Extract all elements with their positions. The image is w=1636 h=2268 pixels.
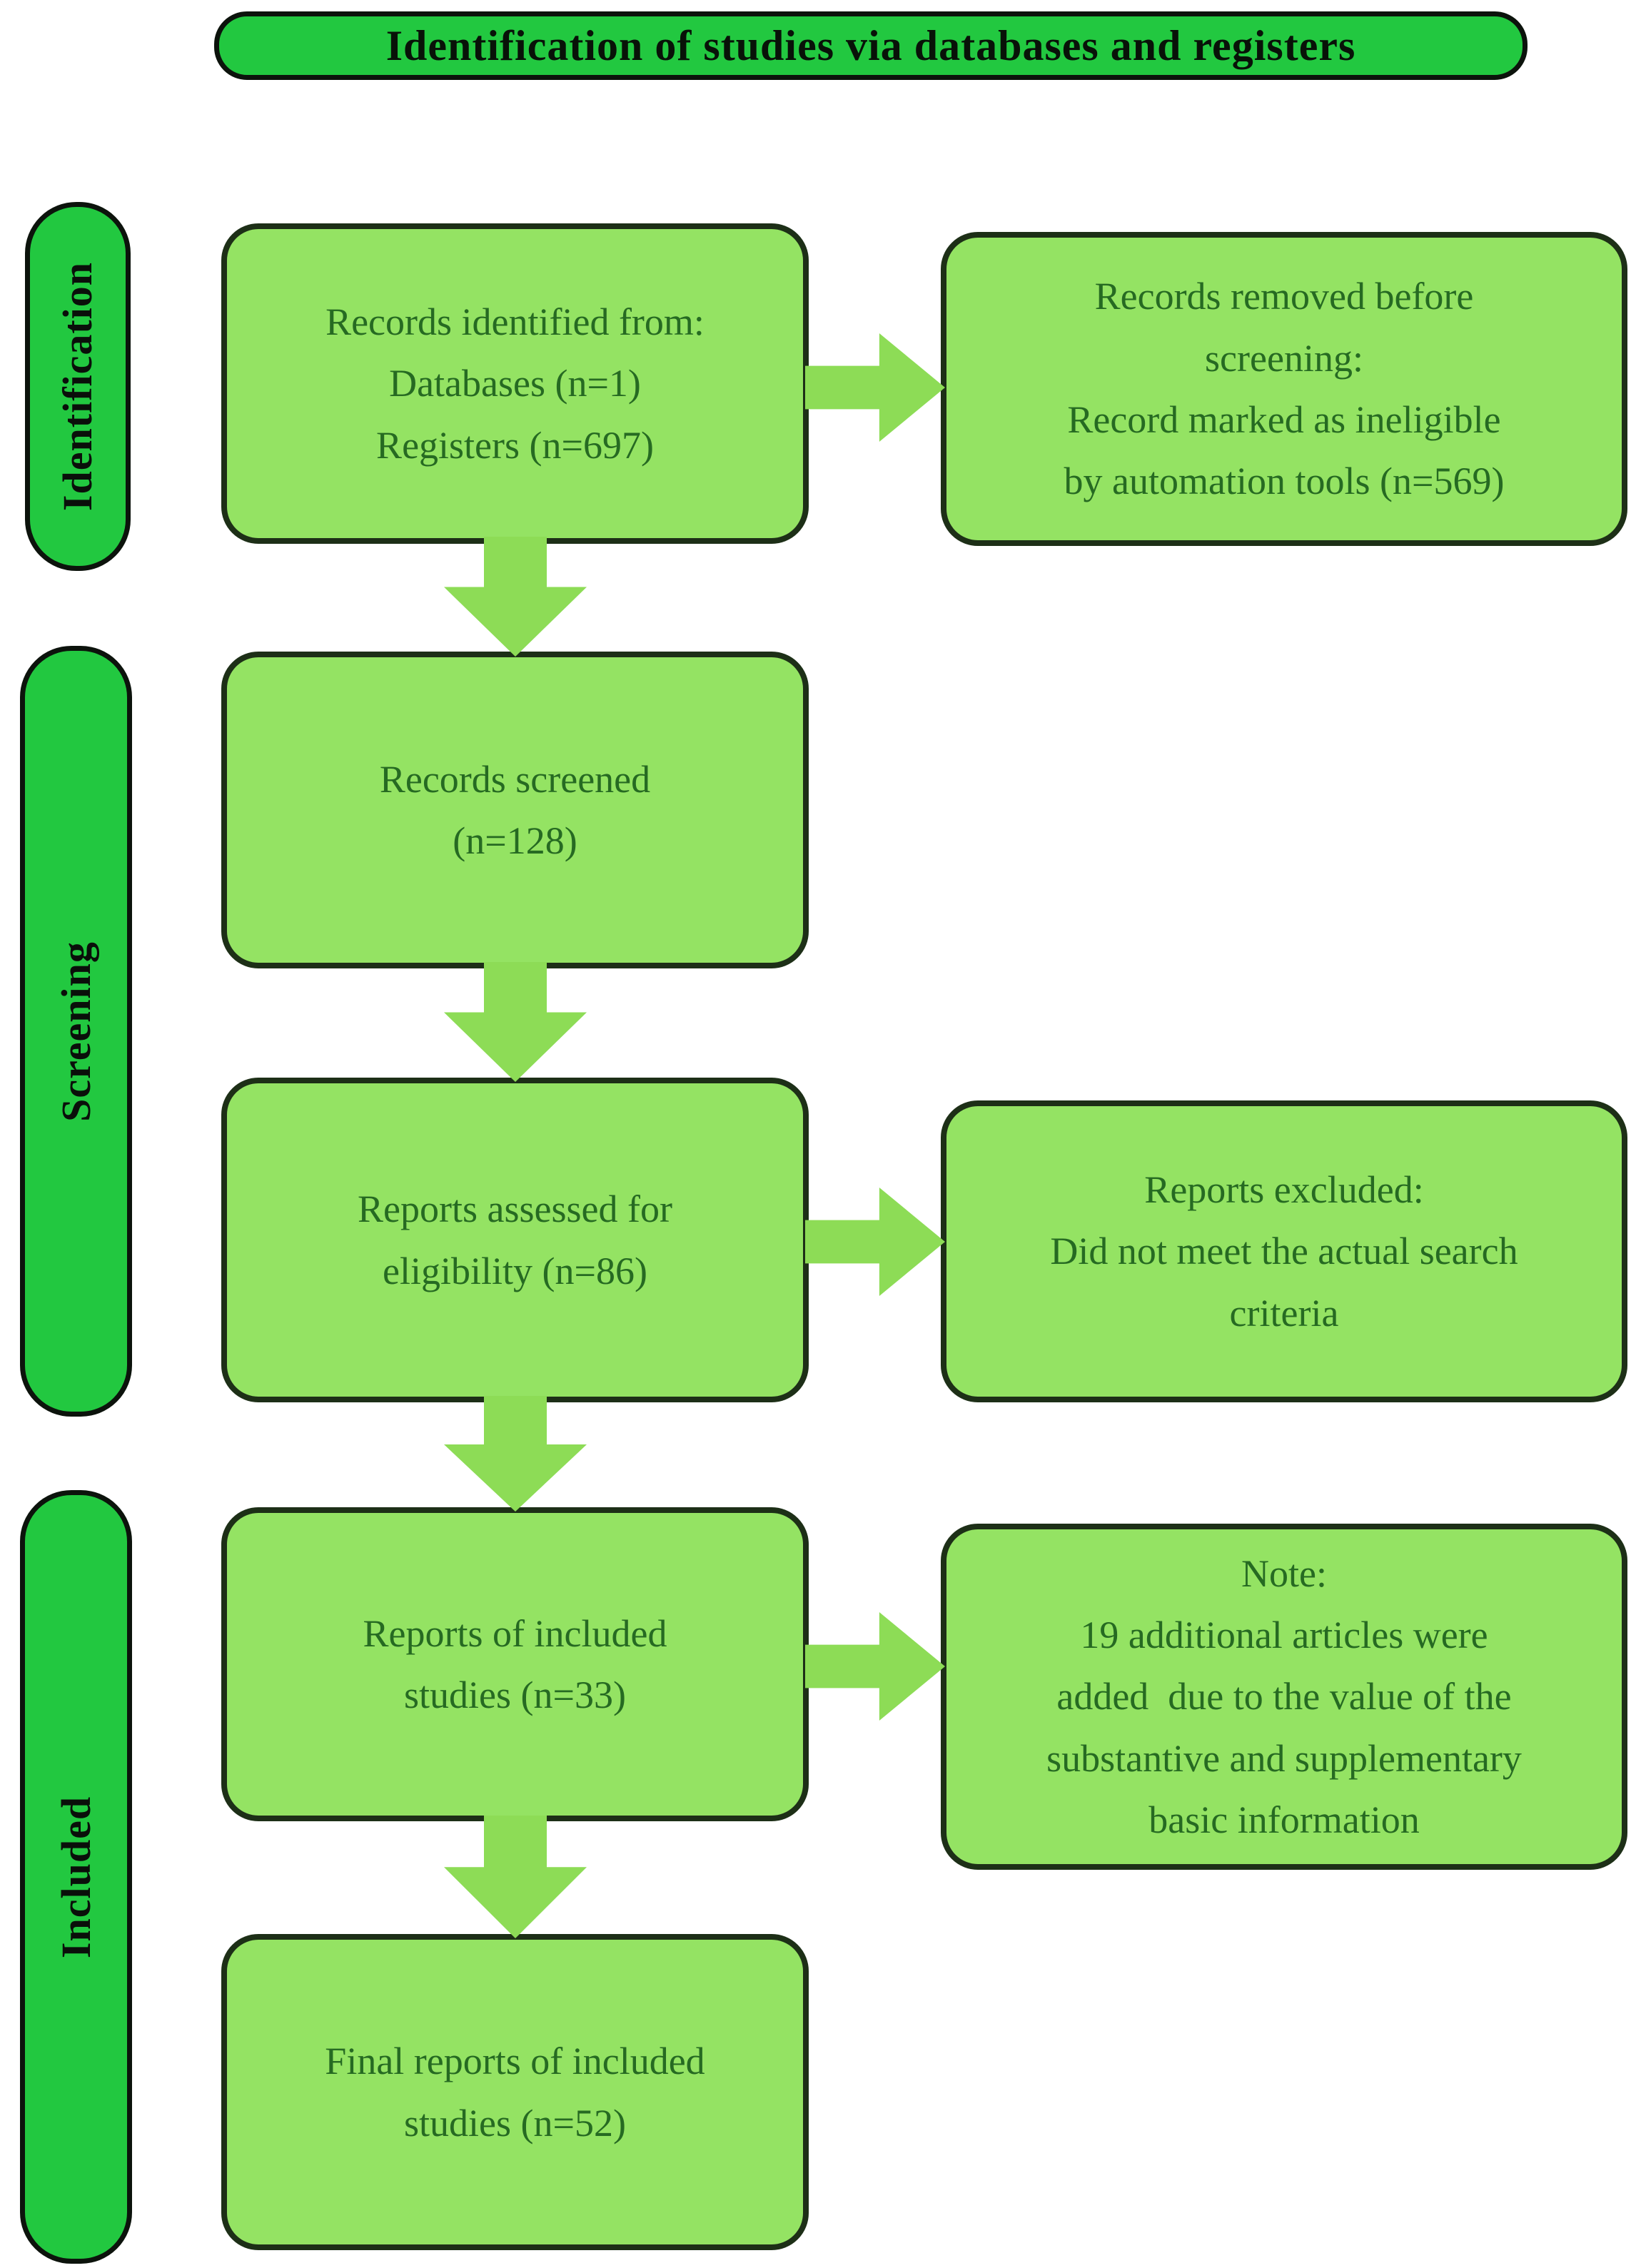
box-records-removed: Records removed before screening: Record…	[941, 232, 1627, 546]
box-note: Note: 19 additional articles were added …	[941, 1524, 1627, 1870]
box-note-text: Note: 19 additional articles were added …	[1046, 1551, 1522, 1842]
box-final-reports-text: Final reports of included studies (n=52)	[325, 2040, 705, 2145]
box-records-identified-text: Records identified from: Databases (n=1)…	[325, 300, 705, 467]
box-reports-excluded-text: Reports excluded: Did not meet the actua…	[1050, 1168, 1518, 1335]
box-reports-excluded: Reports excluded: Did not meet the actua…	[941, 1100, 1627, 1402]
box-reports-assessed-text: Reports assessed for eligibility (n=86)	[358, 1188, 672, 1292]
box-reports-assessed: Reports assessed for eligibility (n=86)	[221, 1078, 809, 1402]
stage-label-included-text: Included	[53, 1796, 100, 1958]
box-final-reports: Final reports of included studies (n=52)	[221, 1934, 809, 2250]
box-records-screened: Records screened (n=128)	[221, 652, 809, 968]
box-reports-included-text: Reports of included studies (n=33)	[363, 1611, 667, 1716]
arrow-right-identified-to-removed	[805, 333, 945, 442]
box-records-identified: Records identified from: Databases (n=1)…	[221, 223, 809, 544]
arrow-down-identified-to-screened	[444, 537, 587, 657]
arrow-right-assessed-to-excluded	[805, 1188, 945, 1296]
stage-label-included: Included	[20, 1490, 132, 2264]
stage-label-screening-text: Screening	[53, 941, 99, 1122]
box-records-removed-text: Records removed before screening: Record…	[1064, 275, 1505, 503]
diagram-title: Identification of studies via databases …	[214, 11, 1528, 80]
box-reports-included: Reports of included studies (n=33)	[221, 1507, 809, 1821]
stage-label-screening: Screening	[20, 646, 132, 1417]
box-records-screened-text: Records screened (n=128)	[379, 757, 651, 862]
arrow-right-included-to-note	[805, 1612, 945, 1721]
diagram-title-text: Identification of studies via databases …	[385, 21, 1356, 69]
arrow-down-included-to-final	[444, 1816, 587, 1938]
arrow-down-screened-to-assessed	[444, 962, 587, 1082]
stage-label-identification-text: Identification	[54, 261, 101, 512]
stage-label-identification: Identification	[25, 202, 131, 571]
arrow-down-assessed-to-included	[444, 1396, 587, 1512]
